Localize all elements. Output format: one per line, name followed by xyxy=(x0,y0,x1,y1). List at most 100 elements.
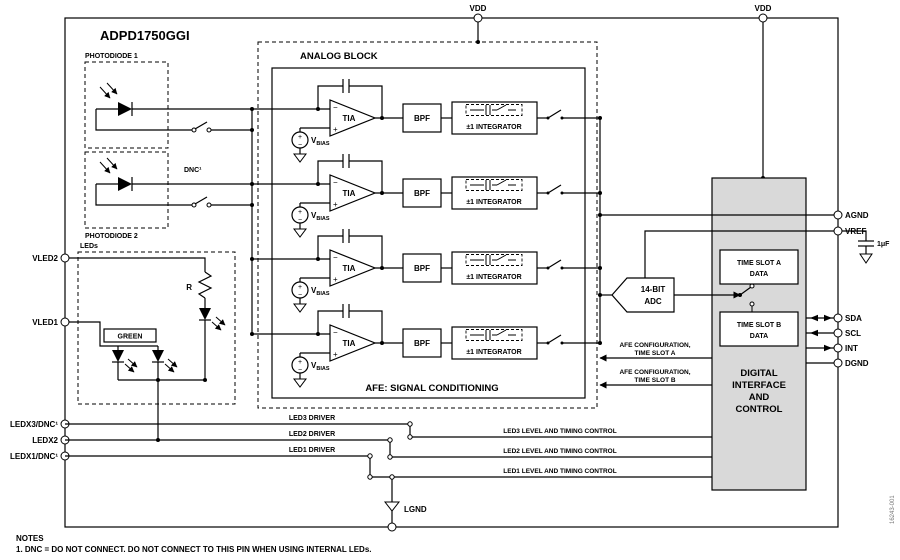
integrator-label: ±1 INTEGRATOR xyxy=(466,124,521,131)
ground-symbol xyxy=(293,378,307,388)
photodiode-icon xyxy=(118,177,132,191)
channel-switch xyxy=(547,259,562,269)
integrator-label: ±1 INTEGRATOR xyxy=(466,349,521,356)
tia-amplifier xyxy=(329,174,377,212)
ledx3-label: LEDX3/DNC¹ xyxy=(10,420,58,429)
tia-minus: − xyxy=(333,328,338,337)
svg-text:AFE CONFIGURATION,: AFE CONFIGURATION, xyxy=(619,369,690,376)
svg-text:TIME SLOT A: TIME SLOT A xyxy=(635,350,676,357)
vbias-label: VBIAS xyxy=(311,136,330,147)
int-pin-circle xyxy=(833,343,843,353)
vdd-right-pin-circle xyxy=(758,13,768,23)
svg-text:AFE CONFIGURATION,: AFE CONFIGURATION, xyxy=(619,342,690,349)
figure-number-watermark: 16243-001 xyxy=(890,495,896,524)
channel-switch xyxy=(547,334,562,344)
bpf-label: BPF xyxy=(414,189,430,198)
integrator-switch-cap-icon xyxy=(470,254,516,265)
green-led-icon xyxy=(112,350,138,373)
adc-label-1: 14-BIT xyxy=(641,285,666,294)
vbias-label: VBIAS xyxy=(311,286,330,297)
notes-line1: 1. DNC = DO NOT CONNECT. DO NOT CONNECT … xyxy=(16,545,372,554)
vbias-label: VBIAS xyxy=(311,361,330,372)
digital-interface-label: DIGITAL INTERFACE AND CONTROL xyxy=(732,368,786,415)
channel-switch xyxy=(547,109,562,119)
svg-text:−: − xyxy=(298,217,302,224)
dnc-label: DNC¹ xyxy=(184,167,202,174)
led2-driver-label: LED2 DRIVER xyxy=(289,431,335,438)
svg-text:TIME SLOT B: TIME SLOT B xyxy=(737,322,781,329)
led1-driver-label: LED1 DRIVER xyxy=(289,447,335,454)
photodiode1-label: PHOTODIODE 1 xyxy=(85,53,138,60)
ledx2-label: LEDX2 xyxy=(32,436,58,445)
sda-pin-circle xyxy=(833,313,843,323)
part-title: ADPD1750GGI xyxy=(100,28,190,43)
svg-text:TIME SLOT B: TIME SLOT B xyxy=(634,377,675,384)
svg-text:DATA: DATA xyxy=(750,271,768,278)
photodiode-2: PHOTODIODE 2 xyxy=(84,151,252,240)
vled2-label: VLED2 xyxy=(32,254,58,263)
scl-in-arrow xyxy=(810,329,818,337)
adc-label-2: ADC xyxy=(644,297,662,306)
lgnd-label: LGND xyxy=(404,505,427,514)
resistor-symbol xyxy=(197,271,213,299)
tia-plus: + xyxy=(333,275,338,284)
analog-block-label: ANALOG BLOCK xyxy=(300,51,378,62)
svg-text:−: − xyxy=(298,367,302,374)
resistor-label: R xyxy=(186,283,192,292)
bpf-block xyxy=(402,103,442,133)
agnd-vref-routing xyxy=(600,214,838,278)
notes: NOTES 1. DNC = DO NOT CONNECT. DO NOT CO… xyxy=(16,534,372,554)
tia-amplifier xyxy=(329,324,377,362)
led-drivers: LED3 DRIVER LED2 DRIVER LED1 DRIVER xyxy=(65,415,410,457)
tia-minus: − xyxy=(333,178,338,187)
vdd-left-label: VDD xyxy=(470,4,487,13)
svg-text:TIME SLOT A: TIME SLOT A xyxy=(737,260,781,267)
tia-plus: + xyxy=(333,200,338,209)
time-slot-a-box xyxy=(719,249,799,285)
led3-driver-label: LED3 DRIVER xyxy=(289,415,335,422)
lgnd-pin-circle xyxy=(387,522,397,532)
notes-heading: NOTES xyxy=(16,534,44,543)
dnc-switch xyxy=(194,121,208,130)
vref-cap-value: 1μF xyxy=(877,241,890,248)
tia-plus: + xyxy=(333,125,338,134)
led1-control-label: LED1 LEVEL AND TIMING CONTROL xyxy=(503,468,616,475)
dnc-switch xyxy=(194,196,208,205)
svg-text:DATA: DATA xyxy=(750,333,768,340)
vbias-label: VBIAS xyxy=(311,211,330,222)
tia-label: TIA xyxy=(343,114,356,123)
ground-symbol xyxy=(293,153,307,163)
integrator-switch-cap-icon xyxy=(470,179,516,190)
agnd-pin-circle xyxy=(833,210,843,220)
tia-label: TIA xyxy=(343,264,356,273)
svg-text:AND: AND xyxy=(749,392,770,403)
led-icon xyxy=(199,308,226,331)
dgnd-pin-circle xyxy=(833,358,843,368)
leds-label: LEDs xyxy=(80,243,98,250)
led-box-outline xyxy=(77,251,236,405)
led3-control-label: LED3 LEVEL AND TIMING CONTROL xyxy=(503,428,616,435)
adc-block xyxy=(611,277,675,313)
adc-section: 14-BIT ADC xyxy=(598,118,675,343)
channel-switch xyxy=(547,184,562,194)
svg-text:+: + xyxy=(298,209,302,216)
tia-label: TIA xyxy=(343,189,356,198)
svg-text:+: + xyxy=(298,359,302,366)
svg-text:−: − xyxy=(298,292,302,299)
int-label: INT xyxy=(845,344,858,353)
right-pins: AGND VREF 1μF SDA SCL INT DGND xyxy=(806,210,890,368)
led-control-lines: LED3 LEVEL AND TIMING CONTROL LED2 LEVEL… xyxy=(367,421,712,480)
bpf-label: BPF xyxy=(414,264,430,273)
vdd-pin-left: VDD xyxy=(470,4,487,44)
vdd-pin-right: VDD xyxy=(755,4,772,180)
ground-symbol xyxy=(859,253,873,264)
tia-amplifier xyxy=(329,99,377,137)
svg-text:−: − xyxy=(298,142,302,149)
integrator-switch-cap-icon xyxy=(470,104,516,115)
photodiode-1: PHOTODIODE 1 xyxy=(84,53,252,149)
dgnd-label: DGND xyxy=(845,359,869,368)
tia-minus: − xyxy=(333,103,338,112)
ground-symbol xyxy=(383,501,401,512)
ledx1-label: LEDX1/DNC¹ xyxy=(10,452,58,461)
